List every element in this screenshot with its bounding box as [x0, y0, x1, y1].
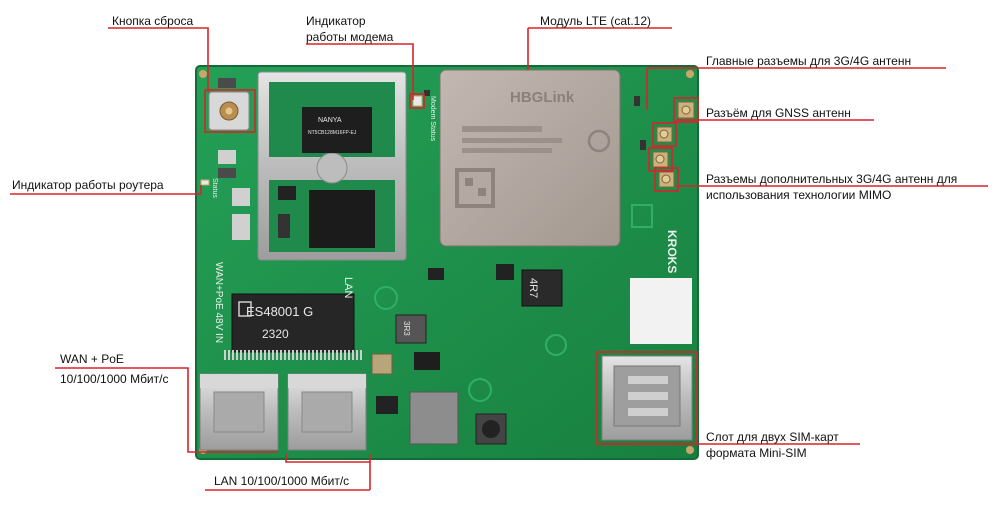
- reset-button-component: [208, 91, 250, 131]
- antenna-connector-mimo-2: [658, 171, 675, 188]
- kroks-silkscreen: KROKS: [665, 230, 679, 273]
- callout-lines: [10, 27, 988, 491]
- wan-silkscreen: WAN+PoE 48V IN: [213, 262, 224, 343]
- antenna-connector-gnss: [656, 126, 673, 143]
- modem-status-silkscreen: Modem Status: [429, 96, 436, 142]
- svg-text:HBGLink: HBGLink: [510, 89, 575, 106]
- svg-text:NANYA: NANYA: [318, 117, 342, 124]
- label-wan-poe-line1: WAN + PoE: [60, 352, 124, 366]
- label-sim-slot-line1: Слот для двух SIM-карт: [706, 430, 839, 444]
- white-label: [630, 278, 692, 344]
- ethernet-transformer: ES48001 G 2320: [222, 293, 362, 360]
- label-reset-button: Кнопка сброса: [112, 14, 194, 28]
- svg-text:NT5CB128M16FP-EJ: NT5CB128M16FP-EJ: [308, 130, 357, 136]
- label-router-indicator: Индикатор работы роутера: [12, 178, 164, 192]
- inductor-3r3: 3R3: [395, 314, 427, 344]
- svg-text:4R7: 4R7: [527, 278, 539, 298]
- antenna-connector-main: [677, 101, 695, 119]
- label-main-antennas: Главные разъемы для 3G/4G антенн: [706, 54, 912, 68]
- label-mimo-antennas-line1: Разъемы дополнительных 3G/4G антенн для: [706, 172, 958, 186]
- label-wan-poe-line2: 10/100/1000 Мбит/с: [60, 372, 169, 386]
- svg-text:2320: 2320: [262, 327, 289, 341]
- inductor-4r7: 4R7: [521, 269, 563, 307]
- lan-silkscreen: LAN: [342, 277, 354, 298]
- wan-port: [199, 373, 279, 451]
- modem-led: [412, 95, 423, 107]
- svg-text:ES48001 G: ES48001 G: [246, 304, 313, 319]
- ram-chip: NANYA NT5CB128M16FP-EJ: [302, 107, 372, 153]
- router-led: [200, 179, 210, 186]
- label-lte-module: Модуль LTE (cat.12): [540, 14, 651, 28]
- label-mimo-antennas-line2: использования технологии MIMO: [706, 188, 892, 202]
- label-gnss-antenna: Разъём для GNSS антенн: [706, 106, 851, 120]
- lte-module: HBGLink: [439, 69, 621, 247]
- label-lan-port: LAN 10/100/1000 Мбит/с: [214, 474, 350, 488]
- sim-card-slot: [601, 355, 693, 441]
- status-silkscreen: Status: [211, 178, 218, 198]
- soc-chip: [309, 190, 375, 248]
- lan-port: [287, 373, 367, 451]
- label-sim-slot-line2: формата Mini-SIM: [706, 446, 807, 460]
- antenna-connector-mimo-1: [652, 151, 669, 168]
- svg-text:3R3: 3R3: [402, 321, 411, 336]
- label-modem-indicator-line2: работы модема: [306, 30, 394, 44]
- label-modem-indicator-line1: Индикатор: [306, 14, 366, 28]
